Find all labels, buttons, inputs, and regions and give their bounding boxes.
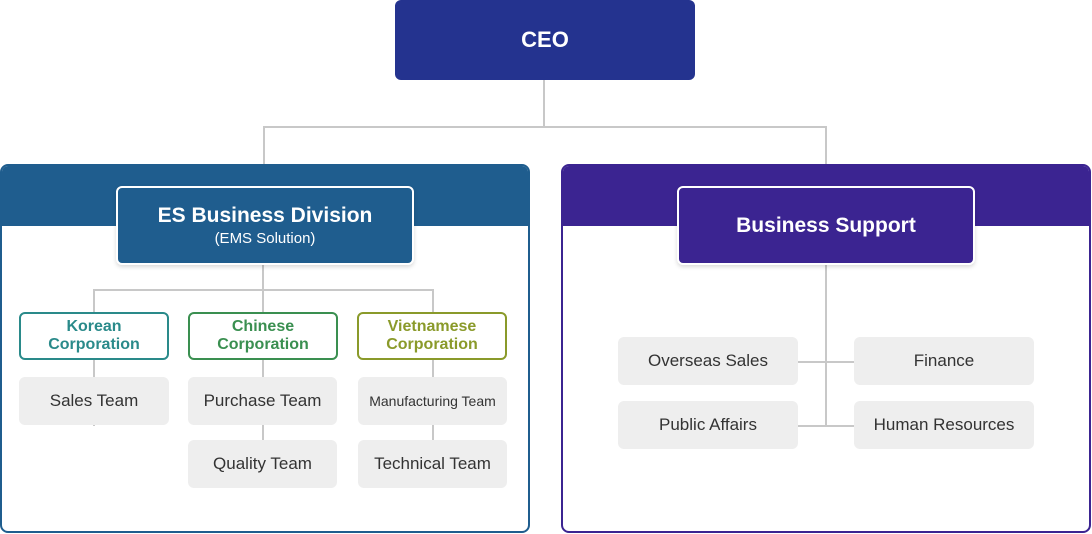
korean-corporation: Korean Corporation <box>19 312 169 360</box>
business-support-header: Business Support <box>677 186 975 265</box>
public-affairs-label: Public Affairs <box>659 415 757 434</box>
human-resources-team: Human Resources <box>854 401 1034 449</box>
korean-corporation-line1: Korean <box>66 318 122 335</box>
korean-corporation-line2: Corporation <box>48 336 140 353</box>
es-connector-down <box>262 264 264 290</box>
finance-label: Finance <box>913 351 975 370</box>
manufacturing-team-label: Manufacturing Team <box>369 393 496 409</box>
technical-team: Technical Team <box>358 440 507 488</box>
finance-team: Finance <box>854 337 1034 385</box>
es-division-subtitle: (EMS Solution) <box>214 229 316 247</box>
sales-team: Sales Team <box>19 377 169 425</box>
purchase-team: Purchase Team <box>188 377 337 425</box>
es-connector-vietnamese <box>432 289 434 312</box>
connector-to-es <box>263 126 265 164</box>
connector-to-support <box>825 126 827 164</box>
es-division-header: ES Business Division (EMS Solution) <box>116 186 414 265</box>
support-connector-row2 <box>798 425 854 427</box>
support-connector-vertical <box>825 264 827 426</box>
public-affairs-team: Public Affairs <box>618 401 798 449</box>
es-connector-chinese <box>262 289 264 312</box>
purchase-team-label: Purchase Team <box>203 391 322 410</box>
vietnamese-corporation-line2: Corporation <box>386 336 478 353</box>
technical-team-label: Technical Team <box>374 454 491 473</box>
ceo-box: CEO <box>395 0 695 80</box>
vietnamese-corporation: Vietnamese Corporation <box>357 312 507 360</box>
es-connector-korean <box>93 289 95 312</box>
manufacturing-team: Manufacturing Team <box>358 377 507 425</box>
quality-team: Quality Team <box>188 440 337 488</box>
chinese-corporation-line2: Corporation <box>217 336 309 353</box>
human-resources-label: Human Resources <box>873 415 1015 434</box>
ceo-label: CEO <box>521 27 569 52</box>
chinese-corporation-line1: Chinese <box>231 318 295 335</box>
business-support-title: Business Support <box>736 213 916 237</box>
quality-team-label: Quality Team <box>213 454 312 473</box>
connector-ceo-down <box>543 80 545 127</box>
vietnamese-corporation-line1: Vietnamese <box>387 318 477 335</box>
overseas-sales-label: Overseas Sales <box>648 351 768 370</box>
support-connector-row1 <box>798 361 854 363</box>
es-division-title: ES Business Division <box>157 203 373 227</box>
overseas-sales-team: Overseas Sales <box>618 337 798 385</box>
sales-team-label: Sales Team <box>49 391 139 410</box>
chinese-corporation: Chinese Corporation <box>188 312 338 360</box>
connector-ceo-horizontal <box>263 126 827 128</box>
